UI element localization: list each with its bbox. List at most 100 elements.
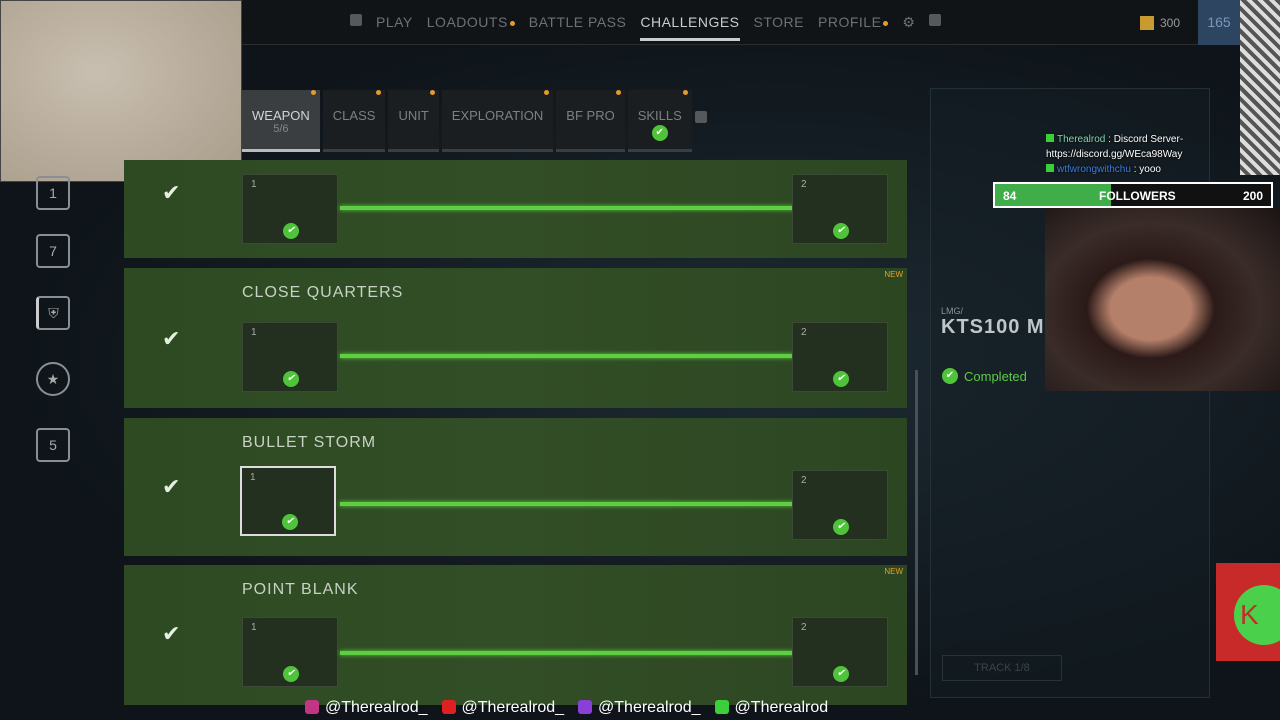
tier-number: 1 — [251, 179, 257, 190]
status-text: Completed — [964, 368, 1027, 384]
weapon-name: KTS100 M — [941, 316, 1045, 338]
sidebar-item-badge[interactable]: ⛨ — [36, 296, 70, 330]
instagram-icon — [305, 700, 319, 714]
notification-dot — [376, 90, 382, 95]
channel-logo: K — [1216, 563, 1280, 661]
progress-bar — [340, 502, 794, 506]
scrollbar[interactable] — [915, 370, 918, 675]
nav-play[interactable]: PLAY — [376, 14, 413, 30]
sidebar-item-5[interactable]: 5 — [36, 428, 70, 462]
weapon-detail-panel — [930, 88, 1210, 698]
youtube-icon — [441, 700, 456, 714]
track-button[interactable]: TRACK 1/8 — [942, 655, 1062, 681]
new-badge: NEW — [884, 567, 903, 576]
chat-text: : Discord Server- — [1108, 134, 1184, 145]
tab-progress: 5/6 — [273, 123, 289, 135]
check-icon: ✔ — [651, 125, 668, 141]
tier-number: 2 — [801, 475, 807, 486]
chat-user: wtfwrongwithchu — [1057, 164, 1131, 175]
challenge-name: BULLET STORM — [242, 434, 377, 451]
sidebar-item-1[interactable]: 1 — [36, 176, 70, 210]
chat-message: Therealrod : Discord Server- — [1046, 132, 1183, 147]
check-icon: ✔ — [283, 371, 299, 387]
reward-tile[interactable]: 2✔ — [792, 322, 888, 392]
chat-text: : yooo — [1133, 164, 1161, 175]
notification-dot — [429, 90, 435, 95]
challenge-row-close-quarters[interactable]: NEW CLOSE QUARTERS ✔ 1✔ 2✔ — [124, 268, 907, 408]
nav-store[interactable]: STORE — [753, 14, 804, 30]
check-icon: ✔ — [833, 371, 849, 387]
gear-icon[interactable]: ⚙ — [902, 14, 916, 30]
nav-loadouts[interactable]: LOADOUTS — [427, 14, 515, 41]
follower-label: FOLLOWERS — [1099, 189, 1176, 203]
kick-handle: @Therealrod — [714, 699, 829, 717]
check-icon: ✔ — [942, 368, 958, 384]
tab-bf-pro[interactable]: BF PRO — [556, 90, 625, 152]
completed-status: ✔ Completed — [942, 368, 1027, 384]
progress-bar — [340, 651, 794, 655]
tier-number: 2 — [801, 179, 807, 190]
challenge-row-bullet-storm[interactable]: BULLET STORM ✔ 1✔ 2✔ — [124, 418, 907, 556]
tab-label: SKILLS — [637, 108, 682, 123]
chat-text: https://discord.gg/WEca98Way — [1046, 149, 1183, 160]
kick-icon — [714, 700, 729, 714]
notification-dot — [310, 90, 316, 95]
check-icon: ✔ — [833, 666, 849, 682]
notification-dot — [682, 90, 688, 95]
reward-tile[interactable]: 2✔ — [792, 174, 888, 244]
reward-tile[interactable]: 2✔ — [792, 617, 888, 687]
instagram-handle: @Therealrod_ — [305, 699, 428, 717]
check-icon: ✔ — [162, 474, 181, 499]
reward-tile-selected[interactable]: 1✔ — [240, 466, 336, 536]
tier-number: 2 — [801, 622, 807, 633]
check-icon: ✔ — [833, 223, 849, 239]
chat-message: wtfwrongwithchu : yooo — [1046, 162, 1183, 177]
tab-label: BF PRO — [566, 108, 615, 123]
player-level: 165 — [1198, 0, 1240, 45]
tab-label: CLASS — [332, 108, 376, 123]
check-icon: ✔ — [283, 223, 299, 239]
nav-left-bumper-icon — [350, 14, 362, 26]
tab-unit[interactable]: UNIT — [388, 90, 439, 152]
follower-goal: 200 — [1242, 189, 1263, 203]
chat-message: https://discord.gg/WEca98Way — [1046, 147, 1183, 162]
secondary-camera-feed — [0, 0, 242, 182]
tier-number: 1 — [250, 472, 256, 483]
handle-text: @Therealrod_ — [598, 699, 701, 716]
nav-challenges[interactable]: CHALLENGES — [640, 14, 740, 41]
logo-mark: K — [1234, 585, 1280, 645]
reward-tile[interactable]: 2✔ — [792, 470, 888, 540]
streamer-webcam — [1045, 208, 1280, 391]
weapon-info: LMG/ KTS100 M — [941, 306, 1045, 339]
coin-icon — [1140, 16, 1154, 30]
reward-tile[interactable]: 1✔ — [242, 322, 338, 392]
tier-number: 2 — [801, 327, 807, 338]
notification-dot — [883, 20, 889, 26]
tab-label: EXPLORATION — [451, 108, 544, 123]
tab-skills[interactable]: SKILLS ✔ — [627, 90, 692, 152]
tab-class[interactable]: CLASS — [322, 90, 386, 152]
follower-goal-bar: 84 FOLLOWERS 200 — [993, 182, 1273, 208]
handle-text: @Therealrod — [734, 699, 829, 716]
check-icon: ✔ — [162, 621, 181, 646]
sidebar-item-star[interactable]: ★ — [36, 362, 70, 396]
tab-exploration[interactable]: EXPLORATION — [441, 90, 554, 152]
reward-tile[interactable]: 1✔ — [242, 174, 338, 244]
check-icon: ✔ — [162, 326, 181, 351]
twitch-handle: @Therealrod_ — [578, 699, 701, 717]
challenge-row[interactable]: ✔ 1✔ 2✔ — [124, 160, 907, 258]
reward-tile[interactable]: 1✔ — [242, 617, 338, 687]
check-icon: ✔ — [282, 514, 298, 530]
follower-progress-fill — [995, 184, 1111, 206]
notification-dot — [615, 90, 621, 95]
badge-icon — [1046, 164, 1054, 172]
sidebar-item-calendar[interactable]: 7 — [36, 234, 70, 268]
qr-code-image — [1240, 0, 1280, 175]
nav-battle-pass[interactable]: BATTLE PASS — [528, 14, 627, 30]
nav-profile[interactable]: PROFILE — [818, 14, 889, 41]
tab-label: UNIT — [398, 108, 429, 123]
challenge-row-point-blank[interactable]: NEW POINT BLANK ✔ 1✔ 2✔ — [124, 565, 907, 705]
main-nav: PLAY LOADOUTS BATTLE PASS CHALLENGES STO… — [350, 14, 942, 41]
